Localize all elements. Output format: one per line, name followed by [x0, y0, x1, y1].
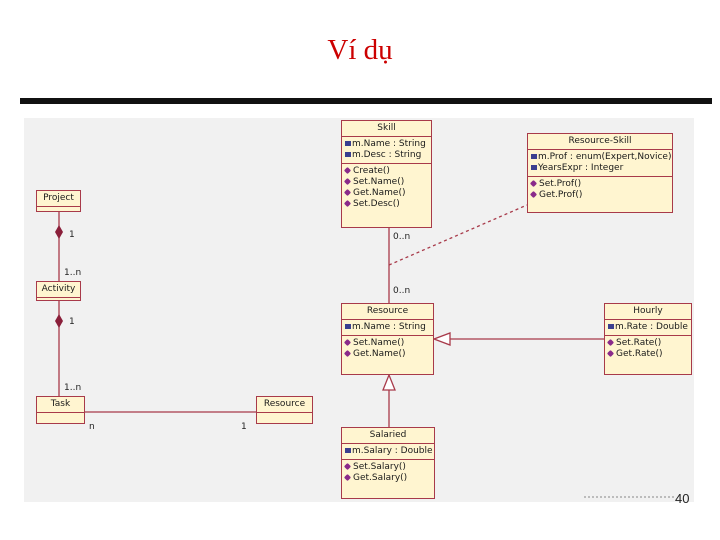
- attribute: m.Salary : Double: [352, 446, 433, 456]
- operation-icon: [343, 177, 352, 186]
- multiplicity-label: 1: [241, 422, 247, 432]
- multiplicity-label: 1: [69, 317, 75, 327]
- slide-title: Ví dụ: [327, 34, 393, 66]
- class-name: Activity: [37, 282, 80, 298]
- generalization-arrow-icon: [432, 332, 451, 346]
- operations-section: Set.Prof() Get.Prof(): [528, 177, 672, 203]
- operation-icon: [343, 166, 352, 175]
- attribute-icon: [345, 324, 351, 329]
- attribute-icon: [345, 141, 351, 146]
- operation-icon: [606, 349, 615, 358]
- operations-section: Set.Salary() Get.Salary(): [342, 460, 434, 486]
- attribute: m.Rate : Double: [615, 322, 688, 332]
- page-number: 40: [675, 491, 690, 506]
- operation: Get.Name(): [353, 188, 406, 198]
- class-task: Task: [36, 396, 85, 424]
- operation-icon: [343, 199, 352, 208]
- operation: Set.Name(): [353, 177, 405, 187]
- class-resource-skill: Resource-Skill m.Prof : enum(Expert,Novi…: [527, 133, 673, 213]
- title-divider: [20, 98, 712, 104]
- class-name: Skill: [342, 121, 431, 137]
- attribute-icon: [345, 152, 351, 157]
- attributes-section: m.Name : String m.Desc : String: [342, 137, 431, 164]
- class-name: Project: [37, 191, 80, 207]
- operations-section: Set.Name() Get.Name(): [342, 336, 433, 362]
- attribute: YearsExpr : Integer: [538, 163, 624, 173]
- generalization-arrow-icon: [382, 373, 396, 391]
- class-name: Resource: [257, 397, 312, 413]
- operation: Set.Rate(): [616, 338, 662, 348]
- composition-diamond-icon: [55, 225, 63, 239]
- class-name: Hourly: [605, 304, 691, 320]
- class-resource: Resource m.Name : String Set.Name() Get.…: [341, 303, 434, 375]
- attribute: m.Name : String: [352, 322, 426, 332]
- attribute: m.Name : String: [352, 139, 426, 149]
- multiplicity-label: 1..n: [64, 383, 82, 393]
- operation-icon: [343, 462, 352, 471]
- operation-icon: [529, 190, 538, 199]
- multiplicity-label: 0..n: [393, 286, 411, 296]
- attributes-section: m.Prof : enum(Expert,Novice) YearsExpr :…: [528, 150, 672, 177]
- operation-icon: [606, 338, 615, 347]
- class-skill: Skill m.Name : String m.Desc : String Cr…: [341, 120, 432, 228]
- operation: Set.Name(): [353, 338, 405, 348]
- operation-icon: [529, 179, 538, 188]
- operation-icon: [343, 349, 352, 358]
- class-salaried: Salaried m.Salary : Double Set.Salary() …: [341, 427, 435, 499]
- operation: Get.Rate(): [616, 349, 663, 359]
- class-name: Task: [37, 397, 84, 413]
- class-hourly: Hourly m.Rate : Double Set.Rate() Get.Ra…: [604, 303, 692, 375]
- composition-diamond-icon: [55, 314, 63, 328]
- operations-section: Create() Set.Name() Get.Name() Set.Desc(…: [342, 164, 431, 212]
- operation-icon: [343, 473, 352, 482]
- multiplicity-label: n: [89, 422, 95, 432]
- attributes-section: m.Rate : Double: [605, 320, 691, 336]
- operation: Set.Salary(): [353, 462, 406, 472]
- attribute-icon: [345, 448, 351, 453]
- attribute-icon: [531, 154, 537, 159]
- class-name: Resource-Skill: [528, 134, 672, 150]
- operation-icon: [343, 338, 352, 347]
- operation: Create(): [353, 166, 390, 176]
- operation: Get.Salary(): [353, 473, 408, 483]
- attribute: m.Prof : enum(Expert,Novice): [538, 152, 672, 162]
- attributes-section: m.Salary : Double: [342, 444, 434, 460]
- operation: Get.Prof(): [539, 190, 583, 200]
- class-name: Resource: [342, 304, 433, 320]
- multiplicity-label: 0..n: [393, 232, 411, 242]
- class-activity: Activity: [36, 281, 81, 301]
- attribute: m.Desc : String: [352, 150, 422, 160]
- class-project: Project: [36, 190, 81, 212]
- class-resource-left: Resource: [256, 396, 313, 424]
- operations-section: Set.Rate() Get.Rate(): [605, 336, 691, 362]
- operation: Set.Desc(): [353, 199, 400, 209]
- multiplicity-label: 1: [69, 230, 75, 240]
- attribute-icon: [531, 165, 537, 170]
- operation: Set.Prof(): [539, 179, 582, 189]
- attribute-icon: [608, 324, 614, 329]
- multiplicity-label: 1..n: [64, 268, 82, 278]
- attributes-section: m.Name : String: [342, 320, 433, 336]
- class-name: Salaried: [342, 428, 434, 444]
- operation: Get.Name(): [353, 349, 406, 359]
- operation-icon: [343, 188, 352, 197]
